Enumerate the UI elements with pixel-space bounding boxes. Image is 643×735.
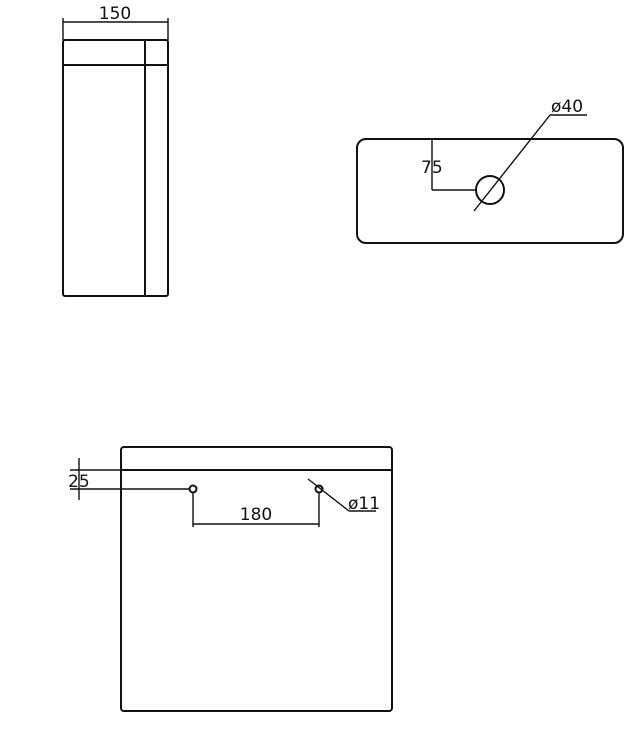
side-view-outline (62, 39, 169, 297)
width-dimension-label: 150 (99, 4, 131, 24)
top-view-outline (356, 138, 624, 244)
offset-dimension-label: 75 (421, 158, 443, 178)
fixing-hole-left (188, 484, 198, 494)
top-view: ø40 75 (356, 97, 624, 244)
fixing-hole-right (314, 484, 324, 494)
front-offset-label: 25 (68, 472, 90, 492)
spacing-dimension-label: 180 (240, 505, 272, 525)
small-hole-diameter-label: ø11 (348, 494, 380, 514)
side-view: 150 (62, 4, 169, 297)
small-hole-leader (307, 478, 350, 512)
front-view: 25 180 ø11 (68, 446, 393, 712)
front-view-outline (120, 446, 393, 712)
hole-diameter-leader (473, 114, 551, 212)
hole-diameter-label: ø40 (551, 97, 583, 117)
